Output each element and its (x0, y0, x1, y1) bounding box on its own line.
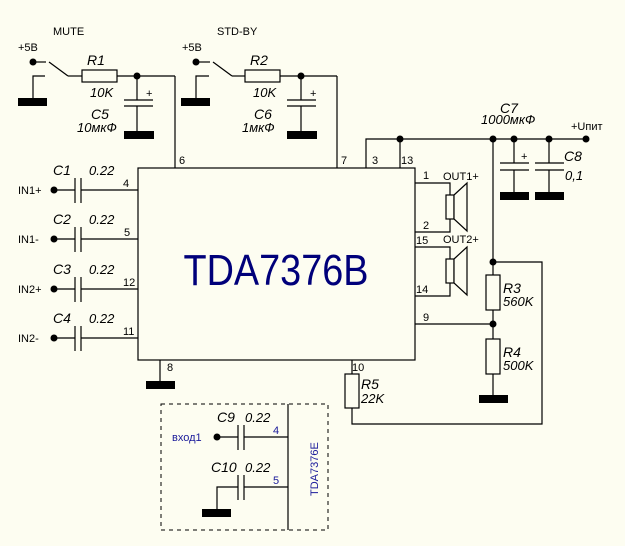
standby-label: STD-BY (217, 26, 258, 38)
out2-label: OUT2+ (443, 234, 479, 246)
pin-7-label: 7 (341, 155, 347, 167)
feedback-network: R3 560K R4 500K 10 R5 22K (344, 258, 543, 425)
c8-value: 0,1 (565, 168, 583, 183)
speaker-icon (453, 245, 468, 297)
input-section: IN1+ C1 0.22 4 IN1- C2 0.22 5 IN2+ C3 0.… (18, 162, 138, 351)
c3-ref: C3 (53, 261, 71, 277)
pin-1-label: 1 (423, 170, 429, 182)
junction (489, 320, 497, 328)
pin-15-label: 15 (416, 235, 428, 247)
r4-value: 500K (503, 358, 535, 373)
ground-icon (535, 192, 564, 200)
out1-label: OUT1+ (443, 171, 479, 183)
variant-pin-4-label: 4 (273, 425, 279, 437)
output-section: 1 OUT1+ 2 15 OUT2+ 14 9 (415, 170, 493, 325)
ground-icon (479, 395, 508, 403)
c6-value: 1мкФ (242, 120, 275, 135)
input-label-in2-minus: IN2- (18, 333, 39, 345)
pin-14-label: 14 (416, 284, 428, 296)
r2-value: 10K (253, 85, 277, 100)
resistor-r2 (244, 69, 281, 83)
ground-icon (181, 98, 210, 106)
mute-circuit: MUTE +5В R1 10K + C5 10мкФ (18, 26, 176, 168)
pin-13-label: 13 (401, 155, 413, 167)
supply-label: +Uпит (571, 121, 603, 133)
ground-icon (500, 192, 529, 200)
r3-ref: R3 (503, 280, 521, 296)
pin-3-label: 3 (372, 155, 378, 167)
pin-9-label: 9 (423, 312, 429, 324)
c10-ref: C10 (211, 459, 237, 475)
ground-icon (202, 509, 231, 517)
r2-ref: R2 (250, 52, 268, 68)
variant-chip-name: TDA7376Е (309, 442, 321, 496)
c9-ref: C9 (217, 409, 235, 425)
ground-icon (287, 131, 317, 139)
r1-ref: R1 (87, 52, 105, 68)
supply-rail: +Uпит C7 1000мкФ + C8 0,1 (365, 100, 603, 262)
pin-6-label: 6 (179, 155, 185, 167)
polarity-mark: + (310, 88, 316, 100)
c4-value: 0.22 (89, 311, 115, 326)
c6-ref: C6 (254, 106, 272, 122)
pin-2-label: 2 (423, 220, 429, 232)
variant-border (160, 403, 329, 531)
pin-12-label: 12 (123, 277, 135, 289)
junction (396, 135, 404, 143)
ground-icon (18, 98, 47, 106)
pin-8-label: 8 (167, 362, 173, 374)
r3-value: 560K (503, 294, 535, 309)
speaker-2-coil (445, 258, 455, 284)
c4-ref: C4 (53, 310, 71, 326)
c5-ref: C5 (91, 106, 109, 122)
speaker-icon (453, 181, 468, 233)
r4-ref: R4 (503, 344, 521, 360)
c1-value: 0.22 (89, 163, 115, 178)
resistor-r3 (485, 274, 501, 311)
c10-value: 0.22 (245, 460, 271, 475)
resistor-r4 (485, 338, 501, 375)
mute-switch[interactable] (48, 61, 69, 77)
c1-ref: C1 (53, 162, 71, 178)
mute-label: MUTE (53, 26, 84, 38)
chip-name: TDA7376B (184, 246, 369, 295)
c5-value: 10мкФ (77, 120, 117, 135)
mute-supply-label: +5В (18, 42, 38, 54)
c9-value: 0.22 (245, 410, 271, 425)
c2-ref: C2 (53, 211, 71, 227)
variant-pin-5-label: 5 (273, 475, 279, 487)
ground-icon (124, 131, 154, 139)
polarity-mark: + (521, 151, 527, 163)
variant-inset: вход1 C9 0.22 4 C10 0.22 5 TDA7376Е (160, 403, 329, 531)
pin-10-label: 10 (352, 362, 364, 374)
pin-5-label: 5 (124, 227, 130, 239)
speaker-1-coil (445, 194, 455, 220)
c8-ref: C8 (564, 148, 582, 164)
c3-value: 0.22 (89, 262, 115, 277)
c2-value: 0.22 (89, 212, 115, 227)
input-label-in1-plus: IN1+ (18, 185, 42, 197)
standby-circuit: STD-BY +5В R2 10K + C6 1мкФ (181, 26, 338, 168)
pin-4-label: 4 (123, 178, 129, 190)
resistor-r5 (344, 373, 360, 409)
polarity-mark: + (146, 88, 152, 100)
input-label-in1-minus: IN1- (18, 234, 39, 246)
standby-supply-label: +5В (182, 42, 202, 54)
variant-input-label: вход1 (172, 432, 202, 444)
chip-body (137, 167, 416, 361)
c7-value: 1000мкФ (481, 112, 535, 127)
r5-value: 22K (360, 391, 385, 406)
r1-value: 10K (90, 85, 114, 100)
standby-switch[interactable] (212, 61, 233, 77)
r5-ref: R5 (361, 376, 379, 392)
resistor-r1 (81, 69, 118, 83)
supply-terminal (582, 135, 590, 143)
input-label-in2-plus: IN2+ (18, 284, 42, 296)
ground-icon (146, 381, 175, 389)
pin-11-label: 11 (123, 326, 134, 338)
c7-ref: C7 (500, 100, 519, 116)
